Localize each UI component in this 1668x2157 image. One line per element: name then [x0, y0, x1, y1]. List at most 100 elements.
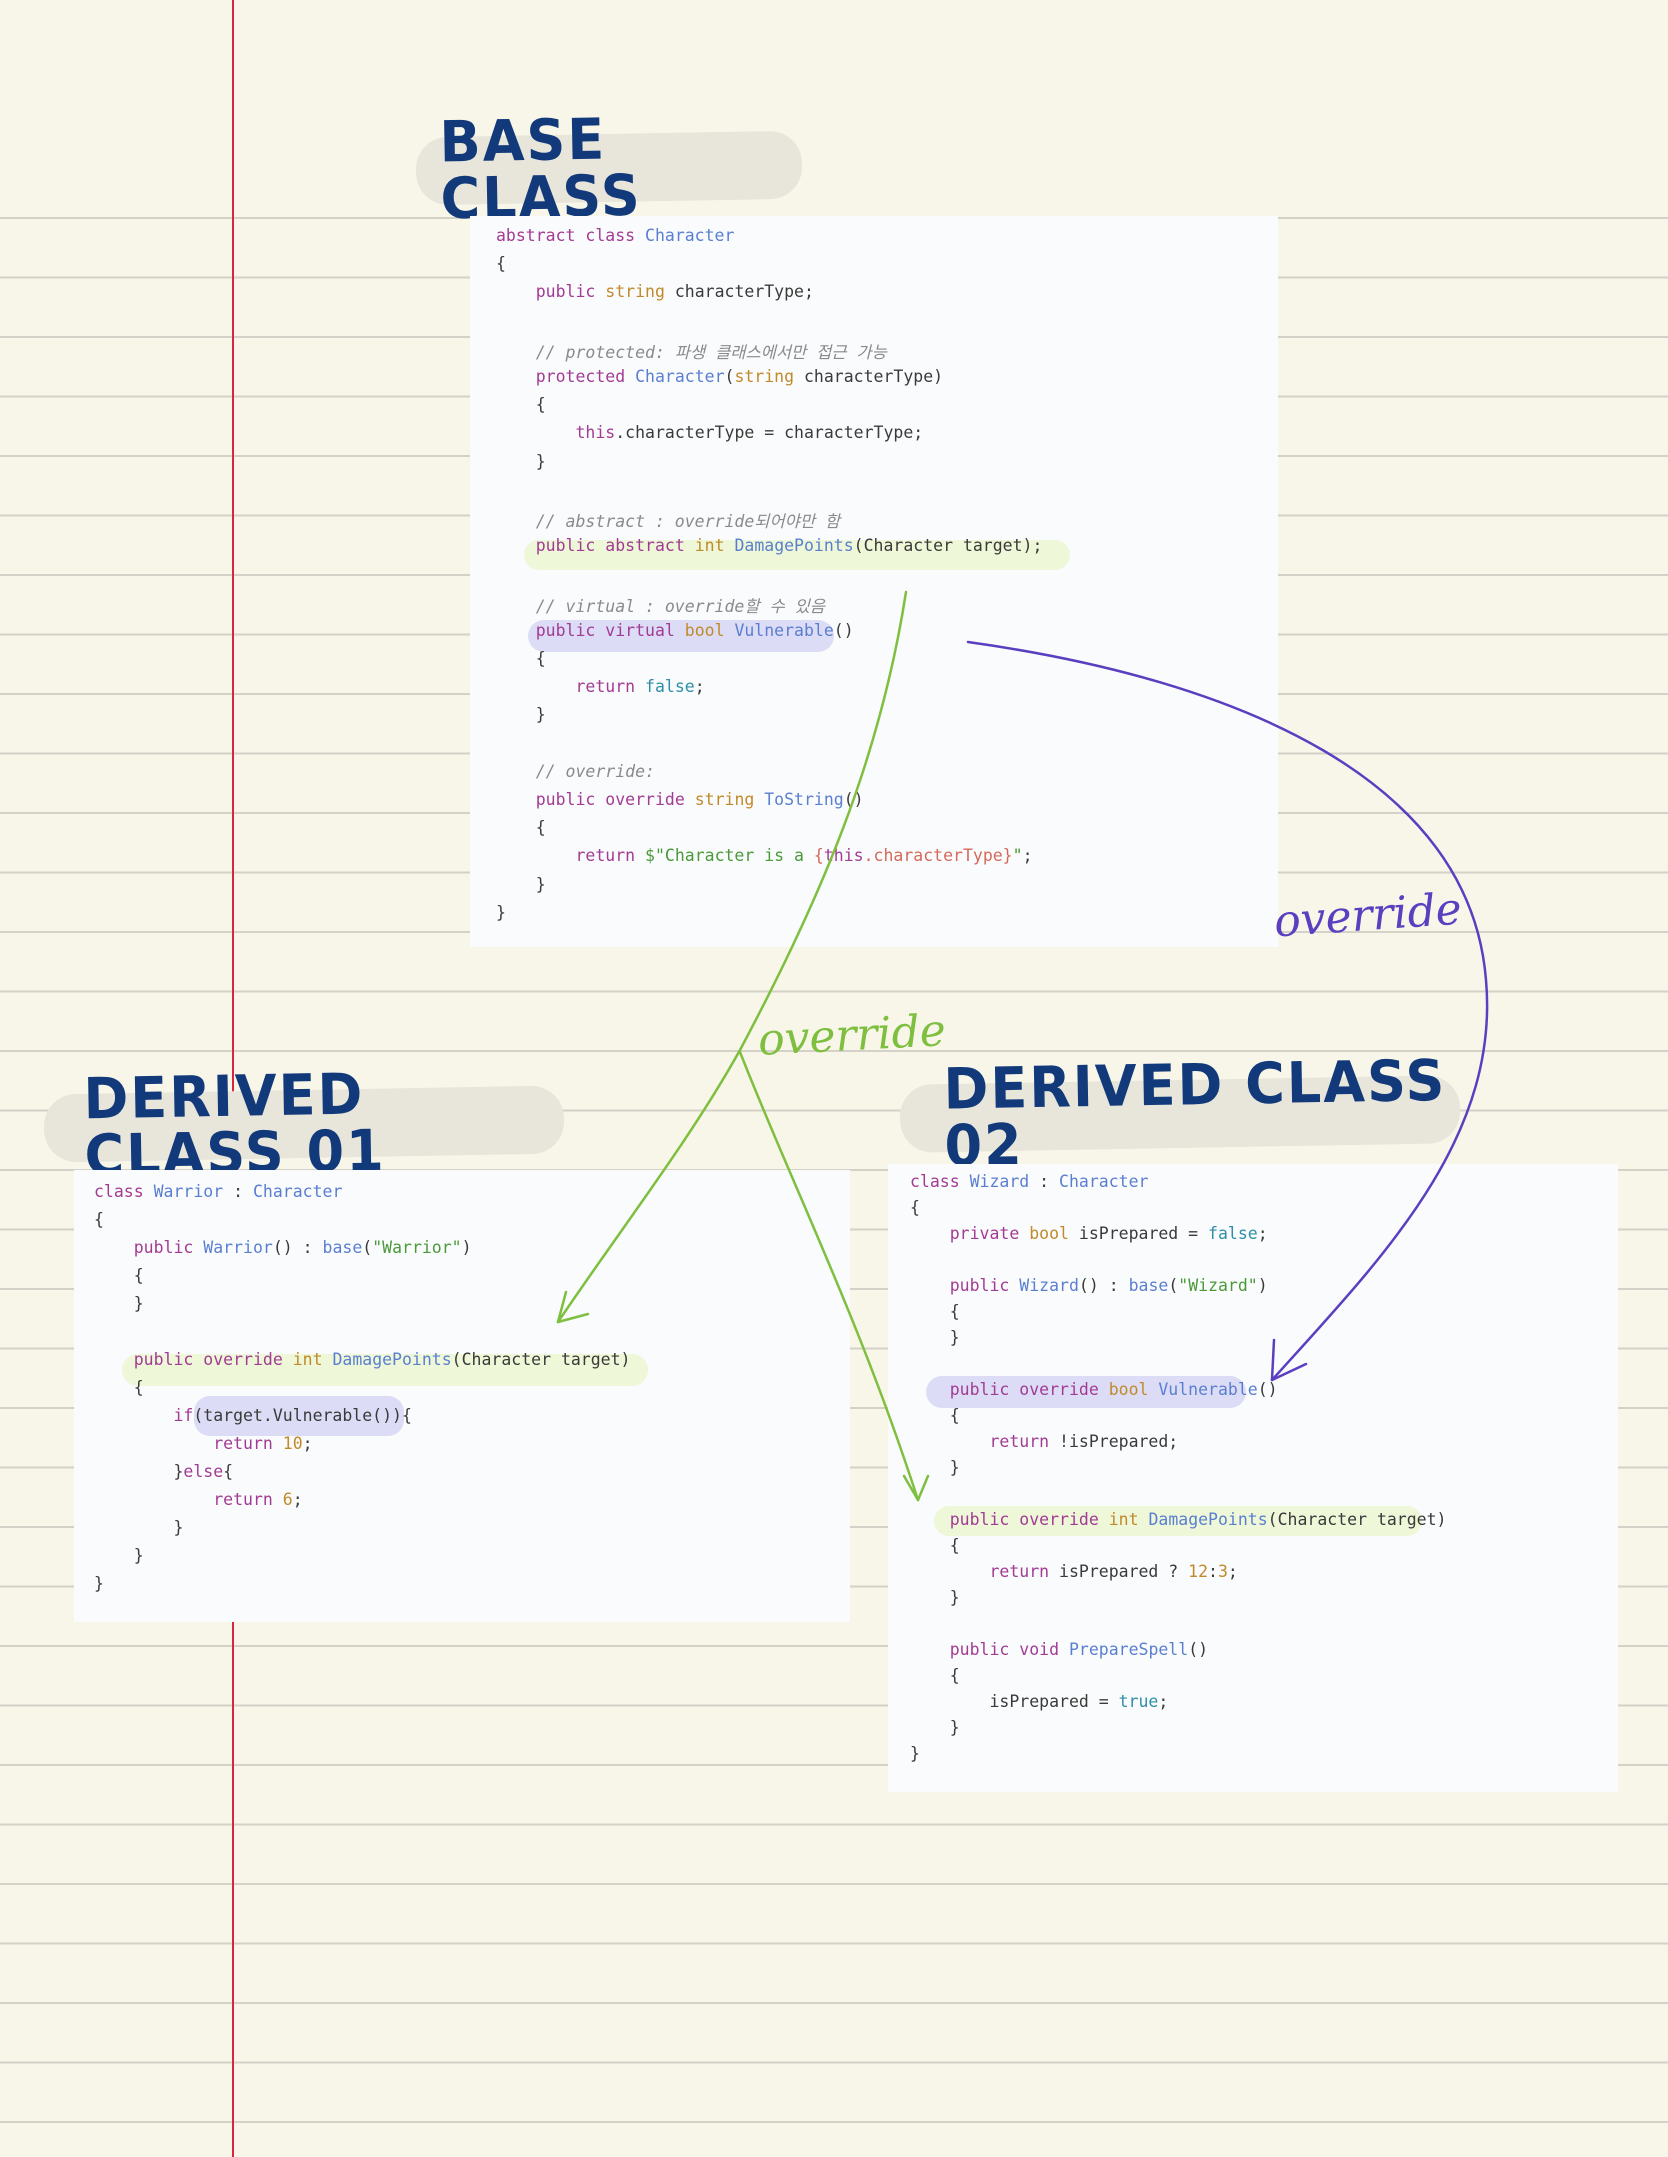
code-token: { [496, 649, 546, 668]
code-token: : [1039, 1172, 1060, 1191]
highlight-warrior-vulnerable-call [194, 1396, 404, 1436]
warrior-code-line: public Warrior() : base("Warrior") [94, 1238, 472, 1257]
code-token: int [1108, 1510, 1149, 1529]
code-token [94, 1350, 134, 1369]
wizard-code-line: public override int DamagePoints(Charact… [910, 1510, 1447, 1529]
wizard-code-line: isPrepared = true; [910, 1692, 1168, 1711]
code-token [496, 677, 575, 696]
code-token: } [496, 874, 546, 894]
code-token: true [1118, 1692, 1159, 1711]
warrior-code-line: return 10; [94, 1434, 312, 1453]
wizard-code-line: return isPrepared ? 12:3; [910, 1562, 1237, 1581]
code-token: { [496, 395, 546, 415]
base-class-code-block: abstract class Character{ public string … [470, 216, 1278, 947]
derived-class-01-title: DERIVED CLASS 01 [43, 1061, 565, 1189]
warrior-code-line: } [94, 1294, 144, 1313]
code-token: $"Character is a [645, 846, 814, 866]
code-token: public override [133, 1350, 293, 1369]
warrior-code-line: class Warrior : Character [94, 1182, 342, 1201]
base-code-line: public string characterType; [496, 282, 814, 301]
code-token: characterType; [674, 282, 814, 302]
code-token: 10 [282, 1434, 303, 1453]
base-code-line: return $"Character is a {this.characterT… [496, 846, 1033, 866]
code-token: return [989, 1562, 1060, 1581]
code-token: public override [949, 1380, 1109, 1399]
code-token: } [94, 1546, 144, 1565]
wizard-code-line: public void PrepareSpell() [910, 1640, 1208, 1659]
warrior-code-line: return 6; [94, 1490, 303, 1509]
code-token: Warrior [153, 1182, 234, 1201]
code-token: return [575, 677, 646, 697]
wizard-code-line: { [910, 1302, 960, 1321]
code-token: bool [1029, 1224, 1079, 1243]
code-token: Warrior [203, 1238, 273, 1257]
code-token: ) [1257, 1276, 1268, 1295]
code-token [496, 621, 536, 640]
base-code-line: { [496, 649, 546, 668]
code-token: public [535, 282, 606, 302]
code-token: // override: [496, 761, 655, 781]
code-token: (Character target); [853, 536, 1043, 556]
base-code-line: } [496, 452, 546, 471]
code-token: (Character target) [1267, 1510, 1447, 1529]
base-code-line: { [496, 818, 546, 837]
code-token: // virtual : override할 수 있음 [496, 596, 825, 616]
wizard-code-line: } [910, 1588, 960, 1607]
code-token: false [1208, 1224, 1258, 1243]
code-token: .characterType} [863, 846, 1013, 866]
code-token: PrepareSpell [1068, 1640, 1189, 1659]
code-token: abstract class [496, 226, 646, 245]
code-token [94, 1406, 173, 1425]
code-token: base [322, 1238, 363, 1257]
code-token: ; [1257, 1224, 1268, 1243]
code-token [94, 1434, 213, 1453]
code-token: Character [1059, 1172, 1149, 1191]
code-token: { [223, 1462, 234, 1481]
base-code-line: public virtual bool Vulnerable() [496, 621, 854, 640]
code-token: public [133, 1238, 204, 1257]
code-token: public override [535, 790, 695, 809]
wizard-code-line: return !isPrepared; [910, 1432, 1178, 1451]
code-token [910, 1562, 989, 1581]
code-token [910, 1640, 950, 1659]
code-token: // protected: 파생 클래스에서만 접근 가능 [496, 342, 887, 362]
code-token: 3 [1217, 1562, 1228, 1581]
wizard-code-line: public Wizard() : base("Wizard") [910, 1276, 1268, 1295]
code-token: private [949, 1224, 1030, 1243]
code-token: { [910, 1302, 960, 1321]
code-token [910, 1432, 989, 1451]
base-code-line: protected Character(string characterType… [496, 367, 943, 386]
code-token: bool [1108, 1380, 1159, 1399]
code-token [910, 1224, 950, 1243]
code-token: !isPrepared; [1059, 1432, 1179, 1451]
code-token: ; [292, 1490, 303, 1509]
warrior-code-line: { [94, 1378, 144, 1397]
code-token: } [496, 902, 506, 922]
warrior-class-code-block: class Warrior : Character { public Warrio… [74, 1170, 850, 1622]
code-token: isPrepared = [910, 1692, 1119, 1711]
code-token: return [213, 1434, 283, 1453]
wizard-code-line: { [910, 1536, 960, 1555]
code-token [910, 1510, 950, 1529]
code-token [910, 1380, 950, 1399]
code-token: else [183, 1462, 224, 1481]
code-token: DamagePoints [734, 536, 854, 556]
code-token: false [645, 677, 695, 697]
code-token: } [94, 1294, 144, 1313]
code-token: int [694, 536, 735, 556]
code-token: { [910, 1198, 920, 1217]
margin-line [232, 0, 234, 2157]
wizard-code-line: } [910, 1744, 920, 1763]
code-token: { [910, 1406, 960, 1425]
base-code-line: this.characterType = characterType; [496, 423, 923, 442]
code-token: public void [949, 1640, 1069, 1659]
wizard-code-line: { [910, 1198, 920, 1217]
code-token: class [910, 1172, 970, 1191]
code-token: ; [1022, 846, 1033, 866]
code-token: base [1128, 1276, 1169, 1295]
code-token: Vulnerable [734, 620, 834, 640]
wizard-code-line: public override bool Vulnerable() [910, 1380, 1278, 1399]
code-token: } [94, 1518, 184, 1537]
code-token: Wizard [1019, 1276, 1079, 1295]
code-token: isPrepared = [1078, 1224, 1209, 1243]
